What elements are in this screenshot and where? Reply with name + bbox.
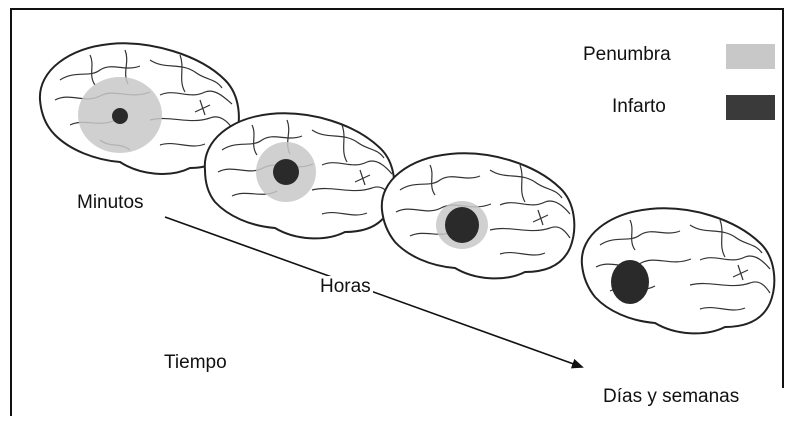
legend-swatch-penumbra (726, 44, 775, 69)
brain-2 (205, 113, 395, 238)
label-horas: Horas (318, 276, 373, 298)
legend-label-infarto: Infarto (612, 96, 666, 118)
label-tiempo: Tiempo (164, 352, 227, 374)
label-dias-y-semanas: Días y semanas (600, 386, 742, 408)
legend-label-penumbra: Penumbra (583, 44, 671, 66)
brain-3 (382, 153, 575, 278)
label-minutos: Minutos (75, 192, 146, 214)
legend-swatch-infarto (726, 95, 775, 120)
brain-4 (582, 208, 775, 333)
